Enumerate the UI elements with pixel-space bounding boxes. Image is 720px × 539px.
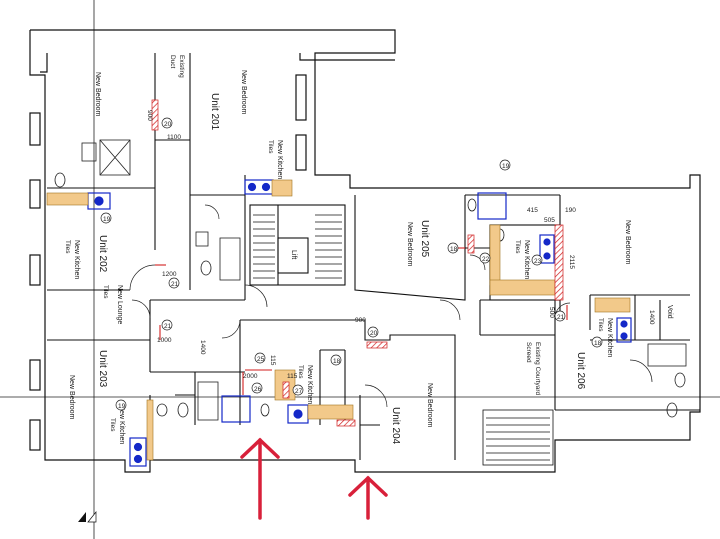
room-label-204-kitchen: New Kitchen: [306, 365, 313, 404]
tag-18-b: 18: [450, 246, 458, 253]
stair-treads: [253, 214, 554, 466]
room-label-206-kitchen: New Kitchen: [606, 318, 613, 357]
tag-21-b: 21: [164, 323, 172, 330]
room-label-205-bedroom: New Bedroom: [406, 222, 413, 267]
room-label-203-kitchen: New Kitchen: [118, 405, 125, 444]
dimension-2115: 2115: [568, 255, 575, 269]
room-label-201-kitchen: New Kitchen: [276, 140, 283, 179]
tag-19-b: 19: [502, 163, 510, 170]
dimension-190: 190: [565, 207, 576, 214]
building-outline: [29, 29, 701, 473]
unit-204-label: Unit 204: [390, 407, 401, 445]
room-label-206-tiles: Tiles: [597, 318, 604, 332]
room-label-204-bedroom: New Bedroom: [426, 383, 433, 428]
tag-18-a: 18: [333, 358, 341, 365]
unit-205-label: Unit 205: [419, 220, 430, 258]
tag-18-c: 18: [594, 340, 602, 347]
dimension-900-corridor: 900: [355, 317, 366, 324]
sanitary-fixtures: [54, 139, 687, 421]
dimension-2000: 2000: [243, 373, 258, 380]
room-label-204-tiles: Tiles: [297, 365, 304, 379]
room-label-201-bedroom: New Bedroom: [240, 70, 247, 115]
dimension-1400-west: 1400: [199, 340, 206, 355]
dimension-505: 505: [544, 217, 555, 224]
tag-20: 20: [164, 121, 172, 128]
unit-202-label: Unit 202: [97, 235, 108, 273]
room-label-203-tiles: Tiles: [109, 418, 116, 432]
red-accent-lines: [155, 247, 568, 395]
room-label-205-kitchen: New Kitchen: [523, 240, 530, 279]
tag-23: 23: [534, 258, 542, 265]
room-label-203-bedroom: New Bedroom: [68, 375, 75, 420]
tag-20-b: 20: [370, 330, 378, 337]
tag-21-c: 21: [557, 314, 565, 321]
tag-25: 25: [257, 356, 265, 363]
unit-203-label: Unit 203: [97, 350, 108, 388]
dimension-500: 500: [548, 307, 555, 318]
entrance-arrow-right: [348, 475, 388, 520]
room-label-202-bedroom: New Bedroom: [94, 72, 101, 117]
courtyard-label-2: Screed: [525, 342, 532, 363]
dimension-900-upper: 900: [146, 110, 153, 121]
existing-duct-label-2: Duct: [169, 55, 176, 69]
unit-206-label: Unit 206: [575, 352, 586, 390]
void-label: Void: [666, 305, 673, 319]
door-swings: [129, 204, 653, 408]
room-label-206-bedroom: New Bedroom: [624, 220, 631, 265]
orientation-marker-icon: [78, 511, 97, 523]
tag-27: 27: [295, 388, 303, 395]
dimension-1200: 1200: [162, 271, 177, 278]
courtyard-label-1: Existing Courtyard: [534, 342, 541, 395]
tag-22: 22: [482, 256, 490, 263]
room-label-205-tiles: Tiles: [514, 240, 521, 254]
tag-21-a: 21: [171, 281, 179, 288]
interior-walls: [47, 53, 700, 460]
tag-26: 26: [254, 386, 262, 393]
dimension-115-left: 115: [269, 355, 276, 366]
tag-markers: [100, 117, 603, 411]
tag-19-c: 19: [118, 403, 126, 410]
room-label-202-tiles: Tiles: [64, 240, 71, 254]
dimension-1000: 1000: [157, 337, 172, 344]
hatched-walls: [151, 99, 564, 427]
unit-201-label: Unit 201: [209, 93, 220, 131]
tag-19-a: 19: [103, 216, 111, 223]
dimension-115-right: 115: [287, 373, 298, 380]
kitchen-fixtures: [87, 179, 632, 467]
dimension-415: 415: [527, 207, 538, 214]
room-label-201-tiles: Tiles: [267, 140, 274, 154]
dimension-1400-east: 1400: [648, 310, 655, 325]
room-label-202-lounge: New Lounge: [116, 285, 123, 324]
lift-label: Lift: [290, 250, 297, 259]
room-label-202-kitchen: New Kitchen: [73, 240, 80, 279]
entrance-arrow-left: [240, 437, 280, 520]
existing-duct-label-1: Existing: [178, 55, 185, 78]
room-label-202-lounge-tiles: Tiles: [102, 285, 109, 299]
dimension-1100: 1100: [167, 134, 181, 141]
